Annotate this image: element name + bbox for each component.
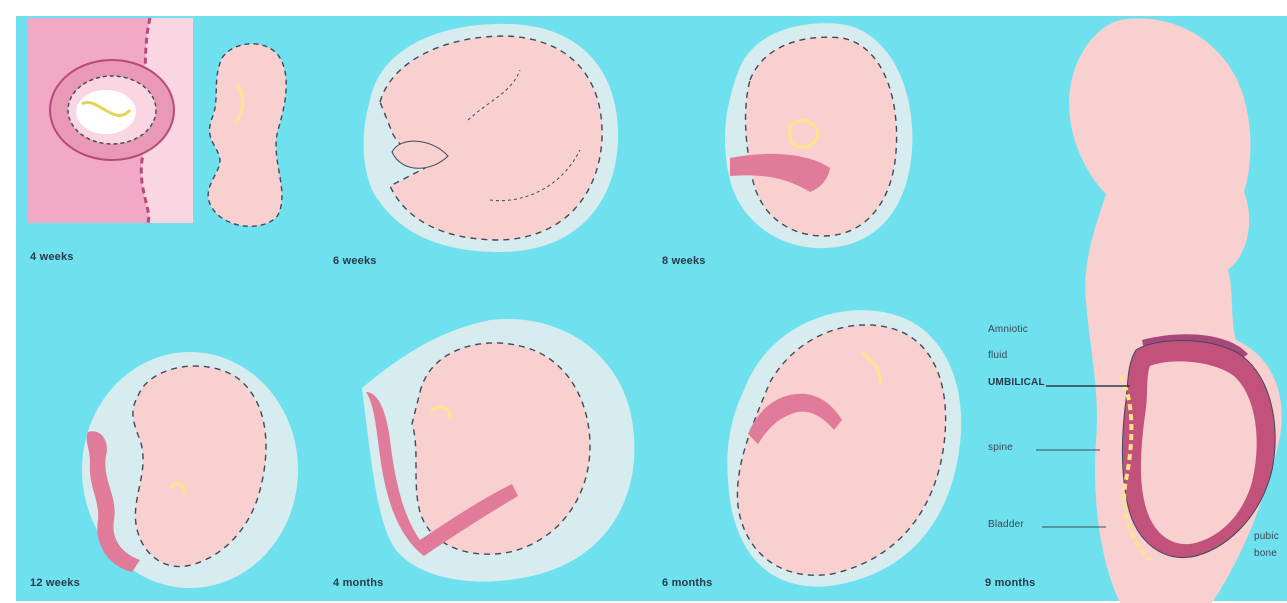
stage-label-8-weeks: 8 weeks (662, 255, 706, 267)
stage-label-9-months: 9 months (985, 577, 1036, 589)
annotation-fluid: fluid (988, 350, 1007, 361)
embryo-6w-body (380, 36, 602, 240)
embryo-8-weeks-icon (725, 23, 912, 248)
stage-label-6-months: 6 months (662, 577, 713, 589)
fetus-4-months-icon (362, 319, 634, 582)
fetus-12-weeks-icon (82, 352, 298, 588)
stage-label-12-weeks: 12 weeks (30, 577, 80, 589)
annotation-bladder: Bladder (988, 519, 1024, 530)
embryo-8w-body (746, 37, 897, 236)
annotation-pubic: pubic (1254, 531, 1279, 542)
annotation-umbilical: UMBILICAL (988, 377, 1045, 388)
stage-label-4-weeks: 4 weeks (30, 251, 74, 263)
annotation-bone: bone (1254, 548, 1277, 559)
stage-label-6-weeks: 6 weeks (333, 255, 377, 267)
stage-label-4-months: 4 months (333, 577, 384, 589)
annotation-amniotic: Amniotic (988, 324, 1028, 335)
annotation-spine: spine (988, 442, 1013, 453)
early-embryo-body (208, 44, 286, 227)
embryo-6-weeks-icon (364, 24, 619, 252)
embryo-4-weeks-icon (28, 18, 286, 226)
